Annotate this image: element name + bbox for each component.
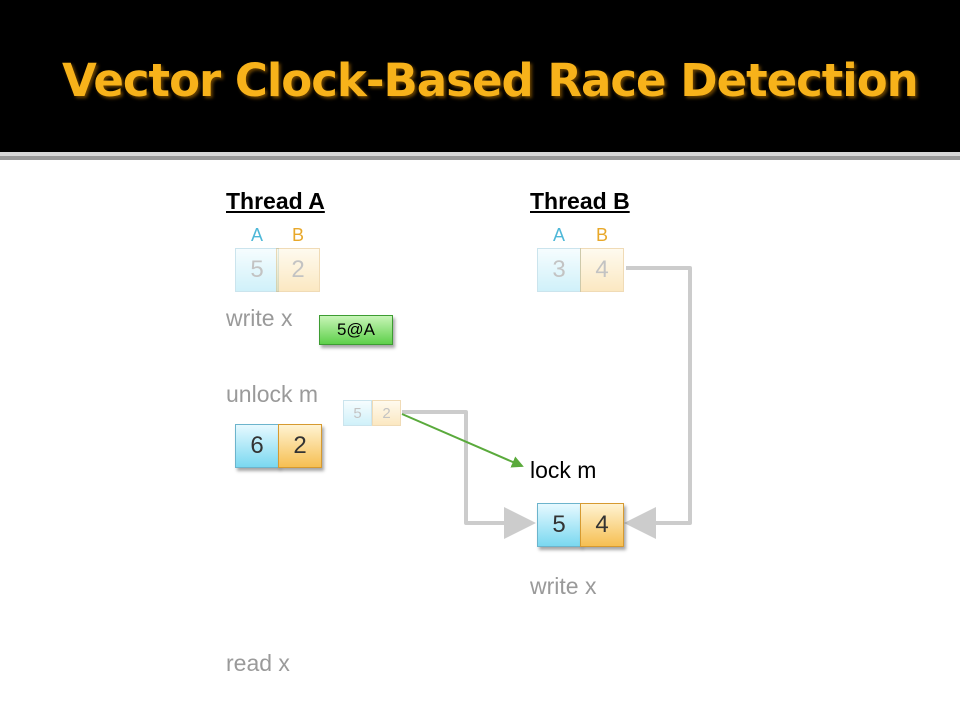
thread-b-write-x: write x [530, 573, 597, 599]
thread-b-lock-m: lock m [530, 457, 597, 483]
thread-b-col-b-label: B [595, 225, 608, 245]
thread-a-clock-b: 2 [276, 248, 320, 292]
lock-clock-join-arrow [402, 410, 536, 539]
title-divider-dark [0, 156, 960, 160]
thread-a-write-x: write x [226, 305, 293, 331]
title-divider-light [0, 152, 960, 156]
slide-title: Vector Clock-Based Race Detection [62, 54, 919, 107]
thread-b-new-clock-a: 5 [537, 503, 581, 547]
thread-b-col-a-label: A [552, 225, 565, 245]
thread-a-new-clock-a: 6 [235, 424, 279, 468]
lock-m-clock-b: 2 [372, 400, 401, 426]
thread-b-heading: Thread B [530, 188, 630, 214]
unlock-to-lock-arrow [401, 413, 524, 468]
slide-body [0, 160, 960, 720]
thread-a-col-a-label: A [250, 225, 263, 245]
thread-a-read-x: read x [226, 650, 290, 676]
thread-a-new-clock-b: 2 [278, 424, 322, 468]
thread-b-new-clock-b: 4 [580, 503, 624, 547]
x-shadow-write-tag: 5@A [319, 315, 393, 345]
thread-a-col-b-label: B [291, 225, 304, 245]
thread-a-clock-a: 5 [235, 248, 279, 292]
thread-a-unlock-m: unlock m [226, 381, 319, 407]
title-bar: Vector Clock-Based Race Detection [0, 0, 960, 152]
thread-b-clock-a: 3 [537, 248, 581, 292]
thread-a-heading: Thread A [226, 188, 325, 214]
thread-b-clock-join-arrow [624, 266, 692, 539]
lock-m-clock-a: 5 [343, 400, 372, 426]
thread-b-clock-b: 4 [580, 248, 624, 292]
